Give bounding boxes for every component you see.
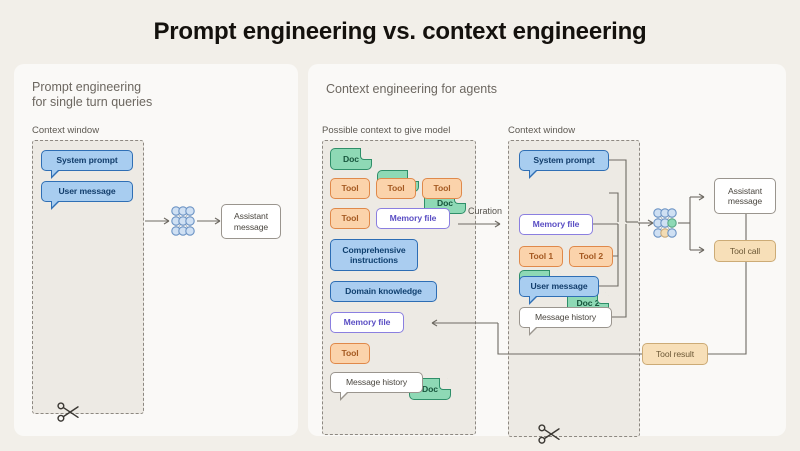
card-system-prompt[interactable]: System prompt — [41, 150, 133, 179]
card-message-history-source[interactable]: Message history — [330, 372, 423, 401]
left-scissors-wrap — [57, 402, 79, 422]
output-tool-call[interactable]: Tool call — [714, 240, 776, 262]
left-context-window-label: Context window — [32, 125, 100, 136]
card-tool-3[interactable]: Tool — [422, 178, 462, 199]
card-domain-knowledge[interactable]: Domain knowledge — [330, 281, 437, 302]
output-label-line1: Assistant — [234, 211, 268, 221]
output-label-line2: message — [233, 221, 269, 232]
doc-fold-icon — [597, 291, 610, 304]
right-context-window-label: Context window — [508, 125, 576, 136]
card-label: Tool — [387, 183, 405, 194]
left-panel-title: Prompt engineering for single turn queri… — [32, 80, 152, 110]
card-tool-5[interactable]: Tool — [330, 343, 370, 364]
card-window-system-prompt[interactable]: System prompt — [519, 150, 609, 179]
card-label: Tool result — [655, 348, 695, 359]
card-window-message-history[interactable]: Message history — [519, 307, 612, 336]
card-window-user-message[interactable]: User message — [519, 276, 599, 305]
card-memory-file-1[interactable]: Memory file — [376, 208, 450, 229]
scissors-icon — [57, 402, 79, 422]
prompt-engineering-panel: Prompt engineering for single turn queri… — [14, 64, 298, 436]
card-doc-1[interactable]: Doc — [330, 147, 373, 170]
card-label: Domain knowledge — [345, 286, 422, 297]
neural-network-icon — [171, 206, 195, 236]
card-label: Tool 1 — [528, 251, 554, 262]
card-tool-2[interactable]: Tool — [376, 178, 416, 199]
output-label-line1: Assistant — [728, 185, 762, 196]
possible-context-label: Possible context to give model — [322, 125, 451, 136]
card-label: Doc — [422, 383, 438, 394]
output-assistant-message[interactable]: Assistant message — [221, 204, 281, 239]
card-label: Doc — [343, 153, 359, 164]
card-label: Message history — [345, 377, 408, 388]
card-label: System prompt — [56, 155, 118, 166]
card-label: Message history — [534, 312, 597, 323]
card-tool-1[interactable]: Tool — [330, 178, 370, 199]
right-flow-connectors — [431, 159, 747, 444]
card-label: Doc 2 — [576, 297, 600, 308]
neural-network-icon — [653, 208, 677, 238]
card-label: User message — [58, 186, 116, 197]
left-flow-connectors — [145, 206, 221, 236]
doc-fold-icon — [360, 147, 373, 160]
card-memory-file-2[interactable]: Memory file — [330, 312, 404, 333]
card-tool-4[interactable]: Tool — [330, 208, 370, 229]
curation-label: Curation — [468, 206, 503, 216]
card-label: Tool 2 — [578, 251, 604, 262]
card-label: Tool — [341, 213, 359, 224]
card-label: System prompt — [533, 155, 595, 166]
card-label: Tool — [341, 183, 359, 194]
card-label: Memory file — [532, 219, 580, 230]
output-assistant-message[interactable]: Assistant message — [714, 178, 776, 214]
card-label: User message — [530, 281, 588, 292]
left-panel-title-line2: for single turn queries — [32, 95, 153, 109]
card-label: Tool — [433, 183, 451, 194]
doc-fold-icon — [439, 377, 452, 390]
card-label: Doc — [437, 197, 453, 208]
page-title: Prompt engineering vs. context engineeri… — [153, 18, 647, 45]
card-window-tool-1[interactable]: Tool 1 — [519, 246, 563, 267]
output-label-line1: Tool call — [729, 245, 761, 256]
scissors-icon — [538, 424, 560, 444]
right-panel-title: Context engineering for agents — [326, 82, 497, 96]
card-label: Tool — [341, 348, 359, 359]
card-window-memory-file[interactable]: Memory file — [519, 214, 593, 235]
context-engineering-panel: Context engineering for agents Possible … — [308, 64, 786, 444]
card-user-message[interactable]: User message — [41, 181, 133, 210]
card-label: Comprehensive instructions — [342, 244, 406, 266]
card-label: Memory file — [343, 317, 391, 328]
tool-result-node[interactable]: Tool result — [642, 343, 708, 365]
card-comprehensive-instructions[interactable]: Comprehensive instructions — [330, 239, 418, 271]
card-label: Memory file — [389, 213, 437, 224]
card-window-tool-2[interactable]: Tool 2 — [569, 246, 613, 267]
output-label-line2: message — [727, 196, 763, 206]
left-panel-title-line1: Prompt engineering — [32, 80, 142, 94]
